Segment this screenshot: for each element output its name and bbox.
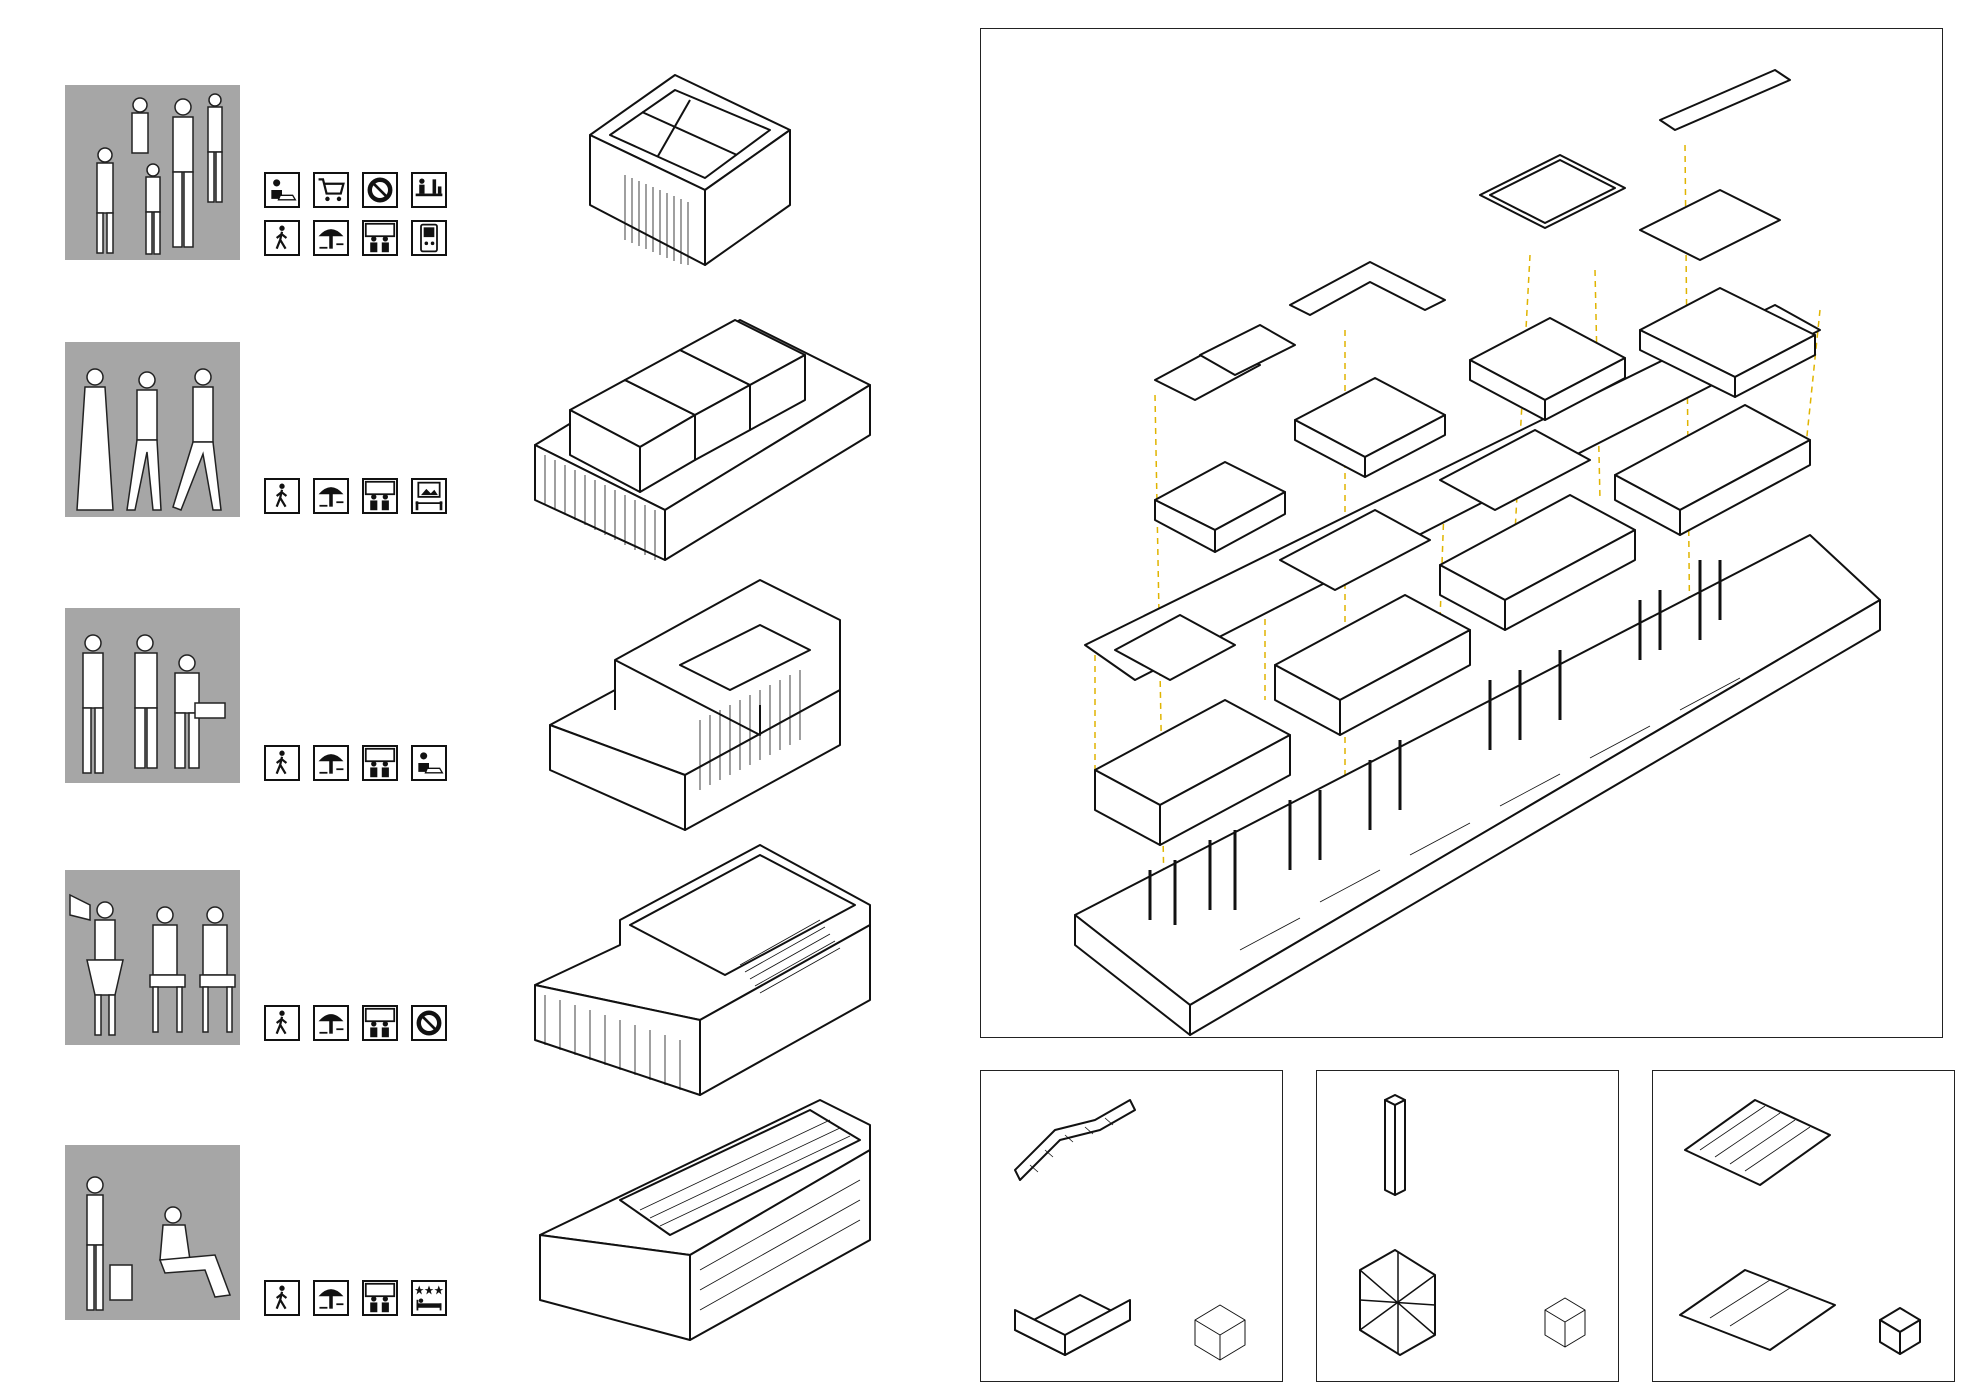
family-icon: [362, 1280, 398, 1316]
activity-icons-row-5: [264, 1280, 447, 1316]
activity-icons-row-2: [264, 478, 447, 514]
people-image-1: [65, 85, 240, 260]
tree-bench-icon: [313, 745, 349, 781]
people-image-4: [65, 870, 240, 1045]
component-panel-ramps: [1652, 1070, 1955, 1382]
laptop-user-icon: [264, 172, 300, 208]
family-icon: [362, 745, 398, 781]
game-console-icon: [411, 220, 447, 256]
tree-bench-icon: [313, 220, 349, 256]
family-icon: [362, 478, 398, 514]
people-image-5: [65, 1145, 240, 1320]
activity-icons-row-1b: [264, 220, 447, 256]
pedestrian-icon: [264, 220, 300, 256]
bar-drinks-icon: [411, 172, 447, 208]
activity-icons-row-3: [264, 745, 447, 781]
activity-icons-row-4: [264, 1005, 447, 1041]
module-2: [534, 319, 871, 561]
shopping-cart-icon: [313, 172, 349, 208]
module-3: [549, 579, 841, 831]
museum-exhibit-icon: [411, 478, 447, 514]
component-panel-structure: [1316, 1070, 1619, 1382]
tree-bench-icon: [313, 1280, 349, 1316]
module-1: [589, 74, 791, 266]
module-5: [539, 1099, 871, 1341]
laptop-user-icon: [411, 745, 447, 781]
pedestrian-icon: [264, 478, 300, 514]
exploded-axonometric-panel: [980, 28, 1943, 1038]
people-image-2: [65, 342, 240, 517]
no-entry-icon: [362, 172, 398, 208]
module-4: [534, 844, 871, 1096]
family-icon: [362, 1005, 398, 1041]
tree-bench-icon: [313, 478, 349, 514]
tree-bench-icon: [313, 1005, 349, 1041]
activity-icons-row-1a: [264, 172, 447, 208]
no-entry-icon: [411, 1005, 447, 1041]
pedestrian-icon: [264, 745, 300, 781]
component-panel-stairs: [980, 1070, 1283, 1382]
family-icon: [362, 220, 398, 256]
people-image-3: [65, 608, 240, 783]
hotel-stars-icon: [411, 1280, 447, 1316]
pedestrian-icon: [264, 1280, 300, 1316]
pedestrian-icon: [264, 1005, 300, 1041]
